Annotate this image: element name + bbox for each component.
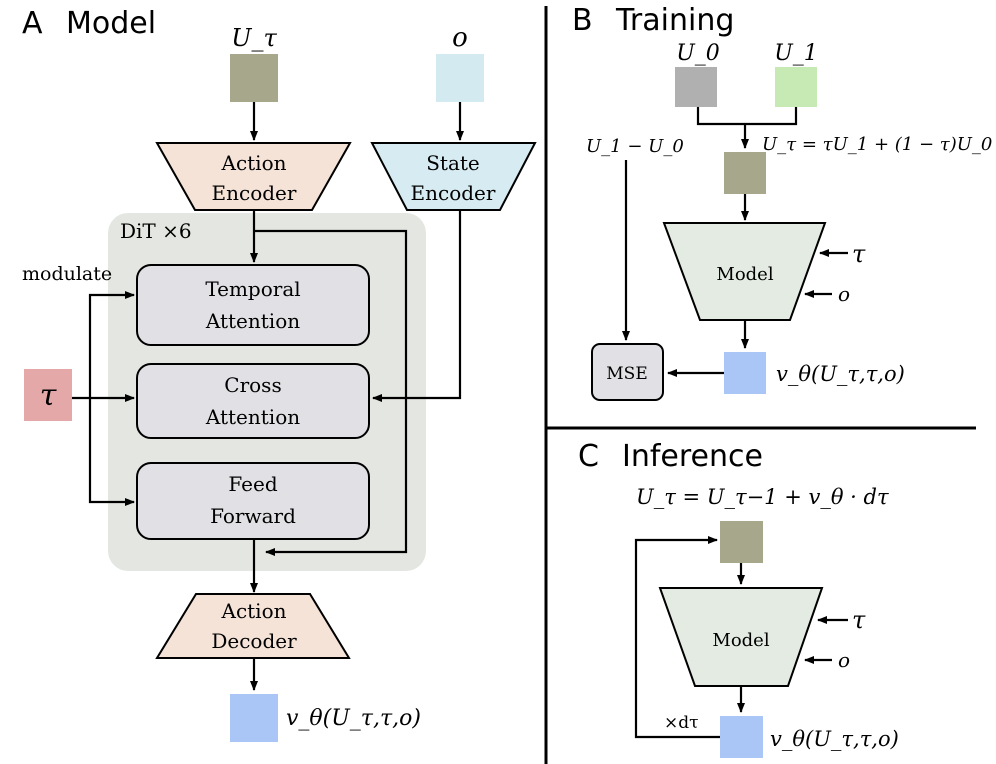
state-encoder-line2: Encoder xyxy=(411,181,496,205)
action-decoder-line2: Decoder xyxy=(211,629,297,653)
output-velocity-label: v_θ(U_τ,τ,o) xyxy=(286,706,421,731)
panel-a-letter: A xyxy=(22,6,43,41)
feed-forward-line1: Feed xyxy=(228,472,277,496)
mse-label: MSE xyxy=(606,364,647,384)
cross-attention-line2: Attention xyxy=(205,405,300,429)
euler-loop-arrow xyxy=(634,536,720,739)
inference-tau-input: τ xyxy=(852,606,866,634)
state-encoder-line1: State xyxy=(426,151,480,175)
inference-velocity-label: v_θ(U_τ,τ,o) xyxy=(770,727,899,751)
noisy-action-token xyxy=(230,54,278,102)
arrow-state-to-cross xyxy=(372,210,462,402)
action-decoder-line1: Action xyxy=(221,599,287,623)
arrow-tau-to-temporal xyxy=(88,291,135,398)
state-input-label: o xyxy=(452,23,468,53)
temporal-attention-line2: Attention xyxy=(205,309,300,333)
u0-token xyxy=(675,67,717,107)
modulate-label: modulate xyxy=(22,263,112,285)
training-ut-token xyxy=(724,152,766,194)
feed-forward-line2: Forward xyxy=(210,504,296,528)
training-model-label: Model xyxy=(716,264,773,285)
temporal-attention-line1: Temporal xyxy=(205,277,300,301)
cross-attention-block xyxy=(136,363,370,439)
target-label: U_1 − U_0 xyxy=(586,136,684,157)
inference-ut-token xyxy=(720,521,763,563)
training-velocity-token xyxy=(724,352,766,394)
observation-token xyxy=(436,54,484,102)
interp-equation: U_τ = τU_1 + (1 − τ)U_0 xyxy=(762,134,992,155)
tau-token-label: τ xyxy=(40,378,57,413)
inference-model-label: Model xyxy=(712,630,769,651)
action-encoder-line2: Encoder xyxy=(212,181,297,205)
update-equation: U_τ = U_τ−1 + v_θ · dτ xyxy=(636,485,889,509)
tau-token xyxy=(24,369,72,421)
interp-bracket xyxy=(696,107,798,126)
training-tau-input: τ xyxy=(852,240,866,268)
training-o-input: o xyxy=(838,282,850,306)
u1-token xyxy=(775,67,817,107)
panel-c-title: Inference xyxy=(622,439,763,474)
u1-label: U_1 xyxy=(774,41,818,66)
arrow-tau-to-feedforward xyxy=(88,398,135,506)
action-decoder xyxy=(155,593,351,659)
panel-b-title: Training xyxy=(615,3,734,38)
panel-b-letter: B xyxy=(572,3,593,38)
dit-label: DiT ×6 xyxy=(120,219,192,243)
output-velocity-token xyxy=(230,694,278,742)
panel-c-letter: C xyxy=(578,439,599,474)
state-encoder xyxy=(370,142,537,211)
action-encoder xyxy=(155,142,352,211)
loop-label: ×dτ xyxy=(664,713,699,733)
inference-velocity-token xyxy=(720,716,763,758)
training-model xyxy=(662,222,827,321)
u0-label: U_0 xyxy=(676,41,720,66)
cross-attention-line1: Cross xyxy=(224,373,281,397)
residual-path xyxy=(254,229,408,556)
inference-o-input: o xyxy=(838,648,850,672)
training-velocity-label: v_θ(U_τ,τ,o) xyxy=(776,362,905,386)
panel-a-title: Model xyxy=(66,6,156,41)
mse-loss-box xyxy=(591,343,664,401)
action-encoder-line1: Action xyxy=(221,151,287,175)
inference-model xyxy=(658,587,824,687)
temporal-attention-block xyxy=(136,264,370,346)
action-input-label: U_τ xyxy=(231,24,277,52)
